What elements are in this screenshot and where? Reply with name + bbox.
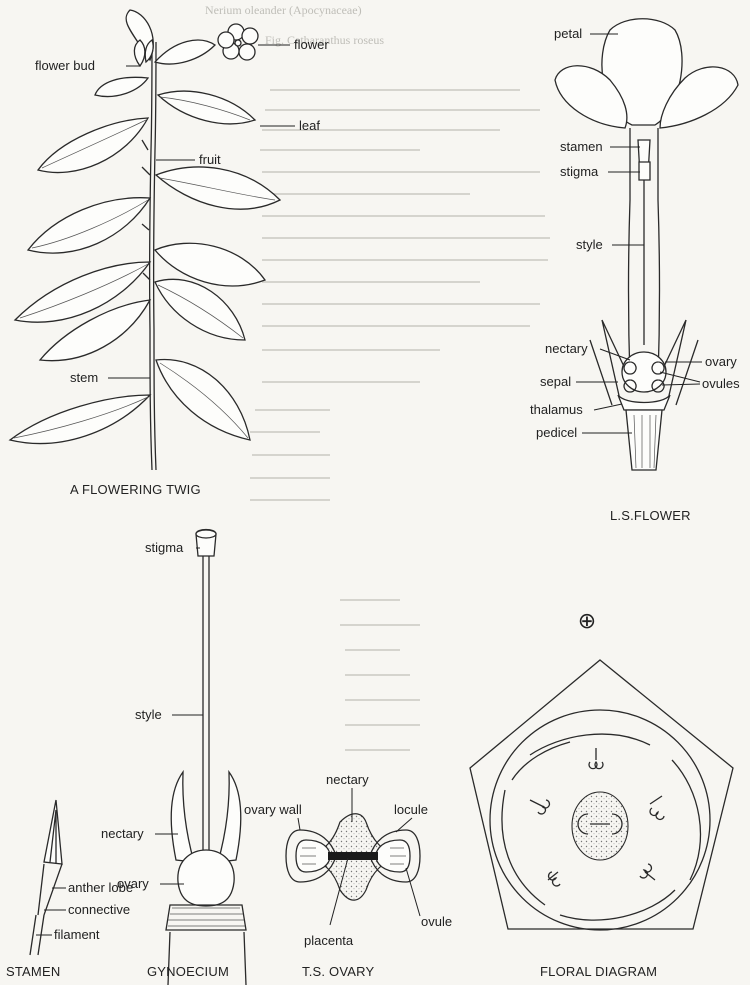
caption-ts-ovary: T.S. OVARY bbox=[302, 964, 374, 979]
bleed-line-1: Nerium oleander (Apocynaceae) bbox=[205, 3, 362, 17]
label-fruit: fruit bbox=[199, 152, 221, 167]
background-bleed-text: Nerium oleander (Apocynaceae) Fig. Catha… bbox=[205, 3, 550, 750]
label-flower-bud: flower bud bbox=[35, 58, 95, 73]
stamen-connective bbox=[38, 864, 62, 915]
label-stigma-ls: stigma bbox=[560, 164, 599, 179]
floral-diagram-panel: ⊕ FLORAL DIAGRAM bbox=[470, 609, 733, 979]
ls-pedicel bbox=[626, 410, 662, 470]
gyn-style bbox=[203, 556, 209, 900]
leaf bbox=[10, 395, 150, 443]
label-stem: stem bbox=[70, 370, 98, 385]
label-locule: locule bbox=[394, 802, 428, 817]
ls-flower-panel: petal stamen stigma style nectary ovary … bbox=[530, 19, 740, 523]
ls-ovary bbox=[622, 352, 666, 392]
label-petal: petal bbox=[554, 26, 582, 41]
label-nectary-ts: nectary bbox=[326, 772, 369, 787]
flowering-twig-panel: flower bud flower leaf fruit stem A FLOW… bbox=[10, 10, 329, 497]
twig-stem bbox=[150, 40, 152, 470]
label-anther-lobe: anther lobe bbox=[68, 880, 133, 895]
label-placenta: placenta bbox=[304, 933, 354, 948]
ls-stigma bbox=[639, 162, 650, 180]
twig-flower bbox=[218, 24, 258, 60]
label-stamen-ls: stamen bbox=[560, 139, 603, 154]
leaf bbox=[158, 91, 255, 124]
gyn-nectary-right bbox=[218, 772, 241, 862]
leaf bbox=[155, 279, 245, 340]
caption-floral-diagram: FLORAL DIAGRAM bbox=[540, 964, 657, 979]
ts-ovary-panel: nectary ovary wall locule placenta ovule… bbox=[244, 772, 452, 979]
label-sepal-ls: sepal bbox=[540, 374, 571, 389]
caption-flowering-twig: A FLOWERING TWIG bbox=[70, 482, 201, 497]
caption-ls-flower: L.S.FLOWER bbox=[610, 508, 691, 523]
label-flower: flower bbox=[294, 37, 329, 52]
label-nectary-ls: nectary bbox=[545, 341, 588, 356]
ts-placenta bbox=[328, 852, 378, 860]
label-pedicel: pedicel bbox=[536, 425, 577, 440]
label-ovules-ls: ovules bbox=[702, 376, 740, 391]
leaf bbox=[156, 167, 280, 209]
ts-ovary-drawing bbox=[286, 814, 420, 900]
caption-stamen: STAMEN bbox=[6, 964, 60, 979]
label-stigma-gyn: stigma bbox=[145, 540, 184, 555]
actinomorphic-symbol: ⊕ bbox=[578, 609, 596, 634]
leaf bbox=[156, 360, 250, 440]
floral-diagram-drawing bbox=[470, 660, 733, 930]
label-thalamus: thalamus bbox=[530, 402, 583, 417]
label-ovary-wall: ovary wall bbox=[244, 802, 302, 817]
label-ovule: ovule bbox=[421, 914, 452, 929]
gyn-nectary-left bbox=[171, 772, 194, 862]
label-ovary-ls: ovary bbox=[705, 354, 737, 369]
label-filament: filament bbox=[54, 927, 100, 942]
ls-thalamus bbox=[618, 395, 670, 410]
gyn-ovary bbox=[178, 850, 234, 906]
label-leaf: leaf bbox=[299, 118, 320, 133]
leaf bbox=[95, 77, 148, 96]
twig-fruits bbox=[142, 140, 150, 280]
caption-gynoecium: GYNOECIUM bbox=[147, 964, 229, 979]
gynoecium-drawing bbox=[166, 530, 246, 985]
twig-drawing bbox=[10, 10, 280, 470]
leaf bbox=[38, 118, 148, 173]
label-style-ls: style bbox=[576, 237, 603, 252]
leaf bbox=[155, 40, 215, 64]
label-connective: connective bbox=[68, 902, 130, 917]
gynoecium-section bbox=[572, 792, 628, 860]
label-style-gyn: style bbox=[135, 707, 162, 722]
label-nectary-gyn: nectary bbox=[101, 826, 144, 841]
